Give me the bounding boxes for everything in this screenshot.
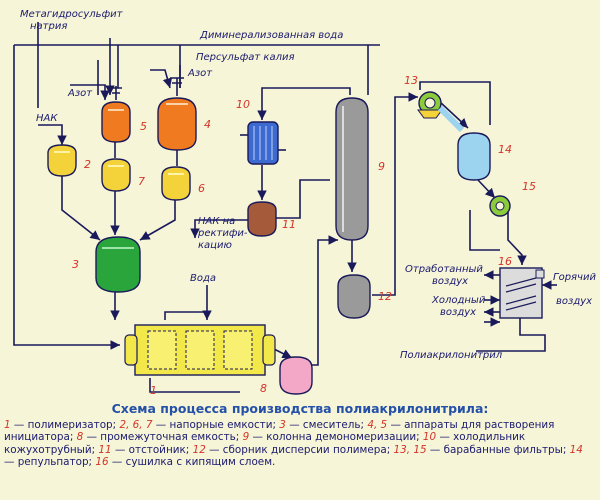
legend-item-3: — смеситель; (285, 418, 368, 431)
pipe-network (13, 22, 557, 393)
pipe-15-to-16 (507, 212, 527, 265)
legend-num-4: 4, 5 (367, 418, 388, 431)
legend-num-8: 11 (98, 443, 112, 456)
water-to-polymerizer-pipe (13, 45, 120, 350)
label-product: Полиакрилонитрил (400, 350, 503, 361)
vessel-13-drum-filter (417, 91, 443, 119)
vessel-10-shell-tube-cooler (240, 121, 286, 165)
label-exhaust-air-1: Отработанный (405, 263, 483, 275)
pipe-15-side (469, 210, 500, 251)
number-9: 9 (378, 160, 385, 173)
legend-num-1: 1 (4, 418, 11, 431)
legend-item-8: — отстойник; (111, 443, 193, 456)
label-nak-rect-3: кацию (198, 240, 232, 251)
number-11: 11 (282, 218, 296, 231)
pipe-11-to-rectification (190, 219, 250, 238)
legend-num-9: 12 (192, 443, 206, 456)
label-cold-air-1: Холодный (431, 295, 486, 306)
product-out-pipe (476, 317, 546, 352)
legend-text: 1 — полимеризатор; 2, 6, 7 — напорные ем… (4, 419, 583, 469)
nak-feed-pipe (38, 124, 67, 145)
legend-num-2: 2, 6, 7 (119, 418, 153, 431)
label-water: Вода (190, 273, 216, 284)
vessel-8-intermediate-tank (279, 356, 313, 395)
legend-item-7: — холодильник кожухотрубный; (4, 431, 526, 456)
number-15: 15 (522, 180, 536, 193)
legend-item-9: — сборник дисперсии полимера; (205, 443, 394, 456)
number-3: 3 (72, 258, 79, 271)
label-nak-rect-2: ректифи- (197, 228, 248, 239)
number-7: 7 (138, 175, 145, 188)
vessel-4-initiator-dissolver (157, 77, 197, 151)
pipe-8-to-column (305, 235, 338, 366)
label-metabisulfite-2: натрия (30, 21, 67, 32)
label-cold-air-2: воздух (440, 307, 476, 318)
label-nitrogen-left: Азот (67, 88, 93, 99)
label-nitrogen-right: Азот (187, 68, 213, 79)
number-16: 16 (498, 255, 512, 268)
vessel-2-pressure-tank (47, 144, 77, 177)
label-nak: НАК (36, 113, 58, 124)
legend-num-5: 8 (76, 431, 84, 444)
legend-item-11: — репульпатор; (4, 456, 96, 469)
pipe-14-to-15 (477, 179, 496, 199)
vessel-12-dispersion-collector (337, 274, 371, 319)
pipe-11-to-column (275, 179, 330, 219)
pipe-13-return (419, 81, 491, 125)
vessel-16-fluidized-bed-dryer (499, 267, 545, 319)
legend-num-12: 16 (95, 456, 109, 469)
vessel-3-mixer (95, 236, 141, 293)
label-demin-water: Диминерализованная вода (199, 30, 343, 41)
number-6: 6 (198, 182, 205, 195)
persulfate-feed-pipe (150, 69, 173, 89)
vessel-11-settler (247, 201, 277, 237)
pipe-6-to-mixer (139, 200, 176, 241)
legend-item-2: — напорные емкости; (152, 418, 280, 431)
vessel-14-repulper (437, 105, 491, 181)
number-8: 8 (260, 382, 267, 395)
legend-num-10: 13, 15 (393, 443, 427, 456)
jacket-bottom-pipe (149, 378, 240, 393)
legend-item-4: — аппараты для растворения инициатора; (4, 418, 555, 444)
pipe-12-to-13 (372, 92, 418, 296)
legend: Схема процесса производства полиакрилони… (4, 401, 596, 469)
legend-item-6: — колонна демономеризации; (249, 431, 423, 444)
legend-num-11: 14 (569, 443, 583, 456)
label-nak-rect-1: НАК на (198, 216, 235, 227)
number-2: 2 (84, 158, 91, 171)
legend-item-5: — промежуточная емкость; (83, 431, 243, 444)
number-4: 4 (204, 118, 211, 131)
label-metabisulfite-1: Метагидросульфит (20, 9, 124, 20)
number-10: 10 (236, 98, 250, 111)
vapor-to-condenser-pipe (257, 87, 351, 120)
number-13: 13 (404, 74, 418, 87)
label-persulfate: Персульфат калия (196, 52, 294, 63)
pipe-2-to-mixer (61, 175, 101, 241)
legend-num-7: 10 (422, 431, 437, 444)
legend-item-10: — барабанные фильтры; (426, 443, 570, 456)
vessel-7-pressure-tank (101, 158, 131, 192)
legend-item-12: — сушилка с кипящим слоем. (108, 456, 276, 469)
pipe-13-to-14 (439, 101, 469, 129)
legend-item-1: — полимеризатор; (10, 418, 120, 431)
label-hot-air-1: Горячий (553, 272, 596, 283)
number-5: 5 (140, 120, 147, 133)
nitrogen-line-left (70, 84, 110, 100)
label-hot-air-2: воздух (556, 296, 592, 307)
legend-title: Схема процесса производства полиакрилони… (111, 401, 489, 416)
vessel-6-pressure-tank (161, 166, 191, 201)
jacket-top-pipe (164, 311, 205, 320)
vessel-9-demonomerization-column (335, 97, 369, 241)
vessel-15-drum-filter (489, 195, 511, 217)
vessel-1-polymerizer (124, 324, 276, 376)
number-12: 12 (378, 290, 392, 303)
label-exhaust-air-2: воздух (432, 276, 468, 287)
number-1: 1 (150, 384, 157, 397)
legend-num-3: 3 (279, 418, 286, 431)
vessel-5-initiator-dissolver (101, 86, 131, 143)
legend-num-6: 9 (242, 431, 250, 444)
number-14: 14 (498, 143, 512, 156)
